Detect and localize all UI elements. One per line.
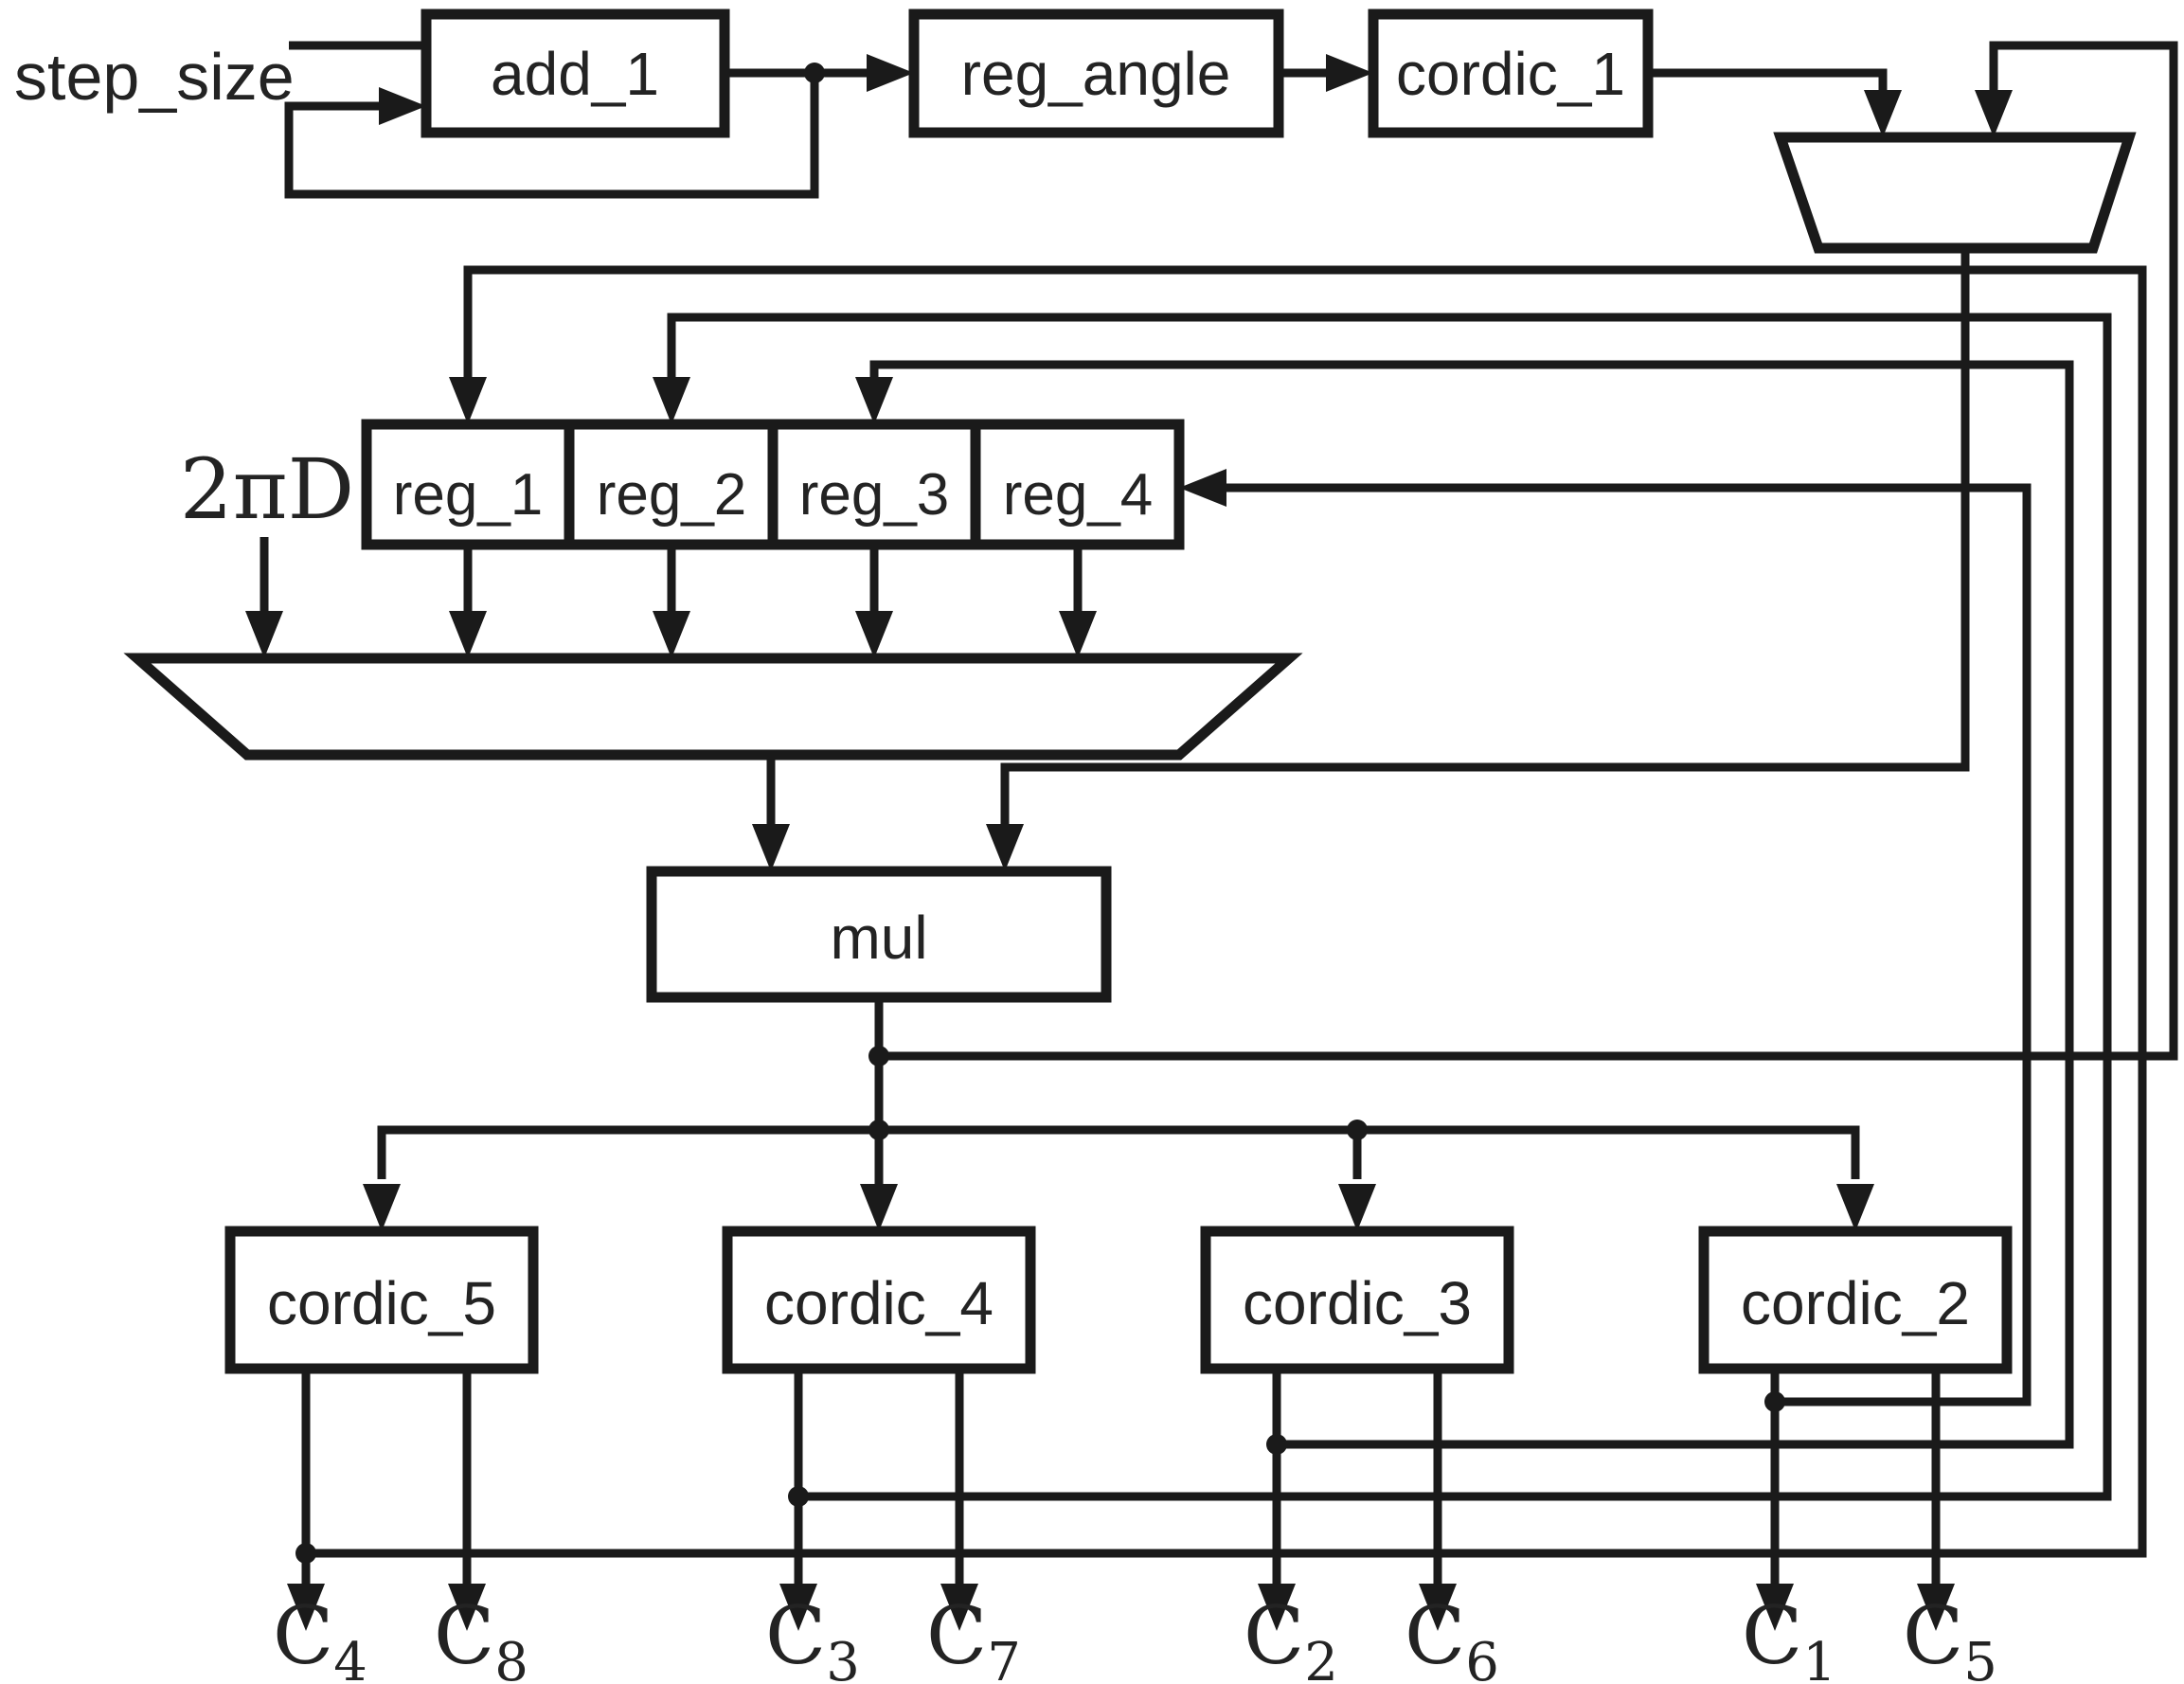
output-label-c5-base: C <box>1903 1589 1963 1682</box>
arrow-into-cordic5-icon <box>363 1184 401 1231</box>
output-label-c5-sub: 5 <box>1963 1632 1997 1684</box>
two-pi-d-label: 2πD <box>180 440 354 538</box>
output-label-c7-base: C <box>926 1589 987 1682</box>
arrow-reg1-into-phase-mux-icon <box>449 611 487 658</box>
output-label-c3: C3 <box>765 1589 860 1684</box>
junction-c4-tap <box>295 1543 316 1564</box>
arrow-output-c7-icon <box>940 1584 978 1631</box>
wire-c4-feedback-to-reg1 <box>306 265 2147 1558</box>
cordic-3-label: cordic_3 <box>1243 1269 1472 1337</box>
arrow-into-angle-mux-left-icon <box>1864 90 1902 137</box>
arrow-reg4-into-phase-mux-icon <box>1059 611 1097 658</box>
arrow-output-c4-icon <box>287 1584 325 1631</box>
reg-3-box <box>767 419 981 550</box>
output-label-c2-sub: 2 <box>1304 1632 1338 1684</box>
cordic-5-label: cordic_5 <box>267 1269 496 1337</box>
wire-c2-feedback-to-reg3 <box>869 360 2074 1449</box>
output-label-c4: C4 <box>273 1589 367 1684</box>
output-label-c4-sub: 4 <box>333 1632 367 1684</box>
junction-c3-tap <box>788 1486 809 1507</box>
junction-mul-out-upper <box>868 1046 889 1066</box>
output-label-c1-sub: 1 <box>1802 1632 1836 1684</box>
wire-add1-feedback-loop <box>284 73 819 199</box>
arrow-into-cordic3-icon <box>1338 1184 1376 1231</box>
output-label-c3-sub: 3 <box>826 1632 860 1684</box>
arrow-reg3-into-phase-mux-icon <box>855 611 893 658</box>
cordic-3-box <box>1200 1226 1514 1374</box>
arrow-into-reg3-icon <box>855 377 893 424</box>
output-label-c8-base: C <box>434 1589 494 1682</box>
wire-c3-feedback-to-reg2 <box>667 313 2112 1501</box>
junction-cordic3-branch <box>1347 1120 1368 1140</box>
mul-label: mul <box>830 904 927 972</box>
reg-3-label: reg_3 <box>799 462 950 528</box>
output-label-c6-sub: 6 <box>1465 1632 1499 1684</box>
step-size-label: step_size <box>14 40 295 114</box>
arrow-output-c6-icon <box>1419 1584 1457 1631</box>
junction-c2-tap <box>1266 1434 1287 1455</box>
phase-mux-trapezoid-icon <box>123 653 1303 761</box>
arrow-output-c1-icon <box>1756 1584 1794 1631</box>
reg-angle-label: reg_angle <box>961 40 1231 108</box>
output-label-c1: C1 <box>1742 1589 1836 1684</box>
add-1-box <box>421 9 730 138</box>
arrow-two-pi-d-into-phase-mux-icon <box>245 611 283 658</box>
arrow-into-mul-left-icon <box>752 824 790 871</box>
output-label-c5: C5 <box>1903 1589 1997 1684</box>
output-label-c8-sub: 8 <box>494 1632 528 1684</box>
arrow-output-c8-icon <box>448 1584 486 1631</box>
output-label-c4-base: C <box>273 1589 333 1682</box>
arrow-into-mul-right-icon <box>986 824 1024 871</box>
output-label-c7-sub: 7 <box>987 1632 1021 1684</box>
arrow-into-reg4-icon <box>1179 469 1226 507</box>
add-1-label: add_1 <box>491 40 659 108</box>
output-label-c1-base: C <box>1742 1589 1802 1682</box>
arrow-into-add1-icon <box>379 87 426 125</box>
arrow-into-angle-mux-right-icon <box>1975 90 2013 137</box>
cordic-2-box <box>1698 1226 2013 1374</box>
output-label-c6-base: C <box>1405 1589 1465 1682</box>
mul-box <box>646 866 1112 1003</box>
arrow-output-c2-icon <box>1258 1584 1296 1631</box>
wire-angle-mux-output-to-mul <box>1000 248 1970 824</box>
arrow-output-c5-icon <box>1917 1584 1955 1631</box>
cordic-1-label: cordic_1 <box>1396 40 1625 108</box>
arrow-into-cordic2-icon <box>1836 1184 1874 1231</box>
output-label-c8: C8 <box>434 1589 528 1684</box>
cordic-1-box <box>1368 9 1654 138</box>
wire-mul-feedback-to-angle-mux <box>879 41 2178 1061</box>
cordic-5-box <box>224 1226 539 1374</box>
reg-4-label: reg_4 <box>1003 462 1154 528</box>
cordic-4-box <box>722 1226 1036 1374</box>
output-label-c6: C6 <box>1405 1589 1499 1684</box>
wire-c1-feedback-to-reg4 <box>1226 483 2032 1406</box>
arrow-into-reg2-icon <box>653 377 690 424</box>
output-label-c3-base: C <box>765 1589 826 1682</box>
angle-mux-trapezoid-icon <box>1773 132 2137 254</box>
arrow-into-cordic4-icon <box>860 1184 898 1231</box>
arrow-into-reg-angle-icon <box>867 54 914 92</box>
reg-2-label: reg_2 <box>597 462 747 528</box>
junction-c1-tap <box>1764 1391 1785 1412</box>
wire-cordic1-to-angle-mux <box>1648 68 1888 90</box>
output-label-c2-base: C <box>1244 1589 1304 1682</box>
cordic-4-label: cordic_4 <box>764 1269 994 1337</box>
arrow-into-reg1-icon <box>449 377 487 424</box>
junction-mul-out-lower <box>868 1120 889 1140</box>
cordic-2-label: cordic_2 <box>1741 1269 1970 1337</box>
reg-2-box <box>564 419 779 550</box>
output-label-c7: C7 <box>926 1589 1021 1684</box>
arrow-into-cordic1-icon <box>1326 54 1373 92</box>
wire-distribution-bus <box>377 1125 1860 1179</box>
junction-add1-feedback <box>804 63 825 83</box>
reg-4-box <box>970 419 1185 550</box>
arrow-reg2-into-phase-mux-icon <box>653 611 690 658</box>
arrow-output-c3-icon <box>779 1584 817 1631</box>
reg-angle-box <box>908 9 1284 138</box>
output-label-c2: C2 <box>1244 1589 1338 1684</box>
reg-1-label: reg_1 <box>393 462 544 528</box>
